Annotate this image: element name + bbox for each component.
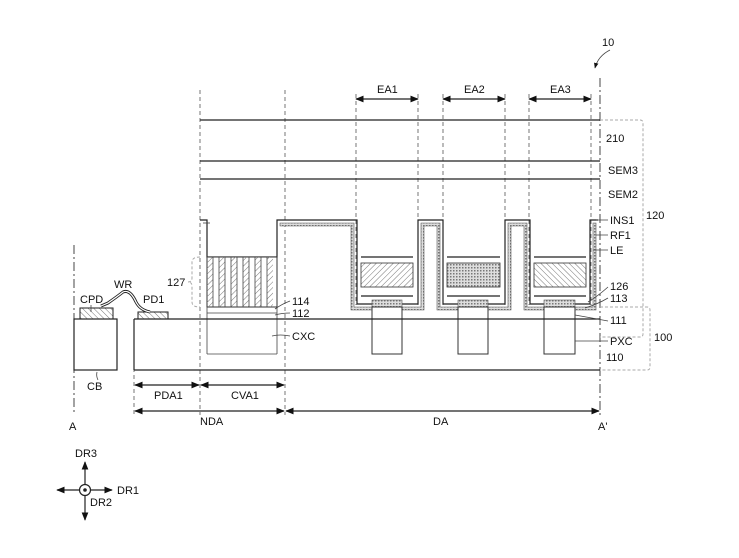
label-cpd: CPD xyxy=(80,294,103,306)
label-cxc: CXC xyxy=(292,331,315,343)
label-111: 111 xyxy=(610,315,627,327)
label-cva1: CVA1 xyxy=(231,390,259,402)
ea3-label: EA3 xyxy=(550,84,571,96)
label-110: 110 xyxy=(606,352,624,364)
label-sem2: SEM2 xyxy=(608,189,638,201)
pixel-stack-3 xyxy=(533,256,587,355)
pixel-stack-2 xyxy=(446,256,501,355)
ea2-label: EA2 xyxy=(464,84,485,96)
region-dims: PDA1 CVA1 NDA DA xyxy=(134,381,600,428)
dam-stripes xyxy=(207,257,273,307)
pixel-stack-1 xyxy=(360,256,414,355)
label-pd1: PD1 xyxy=(143,294,164,306)
label-112: 112 xyxy=(292,308,310,320)
label-210: 210 xyxy=(606,133,624,145)
pad-cpd xyxy=(79,307,114,320)
circuit-board-cb xyxy=(73,318,118,371)
label-dr2: DR2 xyxy=(90,497,112,509)
pad-pd1 xyxy=(137,311,169,320)
label-dr1: DR1 xyxy=(117,485,139,497)
label-le: LE xyxy=(610,245,623,257)
layer-labels: 210 SEM3 SEM2 INS1 RF1 LE 126 113 111 PX… xyxy=(574,133,638,364)
reflective-layer-rf1 xyxy=(279,222,597,311)
label-wr: WR xyxy=(114,279,132,291)
label-sem3: SEM3 xyxy=(608,165,638,177)
label-120: 120 xyxy=(646,210,664,222)
label-100: 100 xyxy=(654,332,672,344)
label-ins1: INS1 xyxy=(610,215,634,227)
label-dr3: DR3 xyxy=(75,448,97,460)
label-114: 114 xyxy=(292,296,310,308)
figure-ref-arrow xyxy=(594,49,611,69)
dam-structure-127 xyxy=(206,256,278,308)
label-126: 126 xyxy=(610,281,628,293)
section-label-a: A xyxy=(69,421,77,433)
direction-compass: DR3 DR1 DR2 xyxy=(56,448,139,521)
bracket-127 xyxy=(187,256,201,308)
label-113: 113 xyxy=(610,293,628,305)
label-pda1: PDA1 xyxy=(154,390,183,402)
bracket-100 xyxy=(600,306,651,371)
label-da: DA xyxy=(433,416,449,428)
section-label-a-prime: A' xyxy=(598,421,607,433)
label-nda: NDA xyxy=(200,416,224,428)
label-127: 127 xyxy=(167,277,185,289)
bracket-120 xyxy=(600,119,644,338)
ea1-label: EA1 xyxy=(377,84,398,96)
figure-ref-label: 10 xyxy=(602,37,614,49)
label-cb: CB xyxy=(87,381,102,393)
label-rf1: RF1 xyxy=(610,230,631,242)
label-pxc: PXC xyxy=(610,336,633,348)
